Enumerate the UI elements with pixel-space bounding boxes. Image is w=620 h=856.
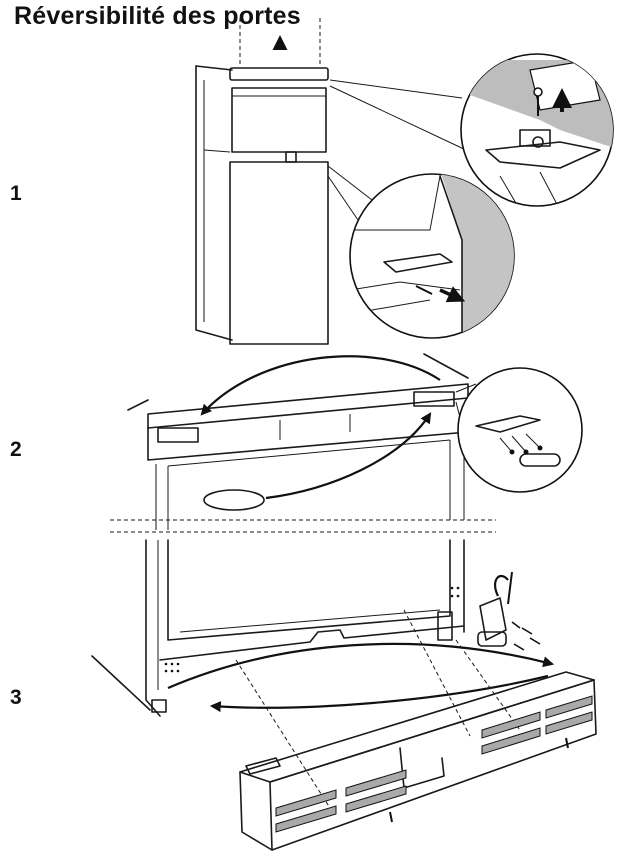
step-2-illustration — [127, 353, 477, 530]
zoom-middle-hinge — [349, 173, 515, 339]
step-number-1: 1 — [10, 182, 22, 205]
screwdriver-icon — [507, 571, 513, 605]
screw-icon — [415, 285, 433, 295]
step-number-2: 2 — [10, 438, 22, 461]
break-lines — [110, 519, 496, 533]
page-title: Réversibilité des portes — [14, 2, 301, 30]
zoom-top-hinge — [460, 53, 614, 207]
screw-icon — [509, 449, 515, 455]
step-number-3: 3 — [10, 686, 22, 709]
arrow-down-right-icon — [439, 286, 466, 303]
screw-icon — [511, 621, 541, 651]
step-3-illustration — [91, 539, 597, 851]
step-1-illustration — [195, 18, 467, 345]
zoom-handle-parts — [457, 367, 583, 493]
